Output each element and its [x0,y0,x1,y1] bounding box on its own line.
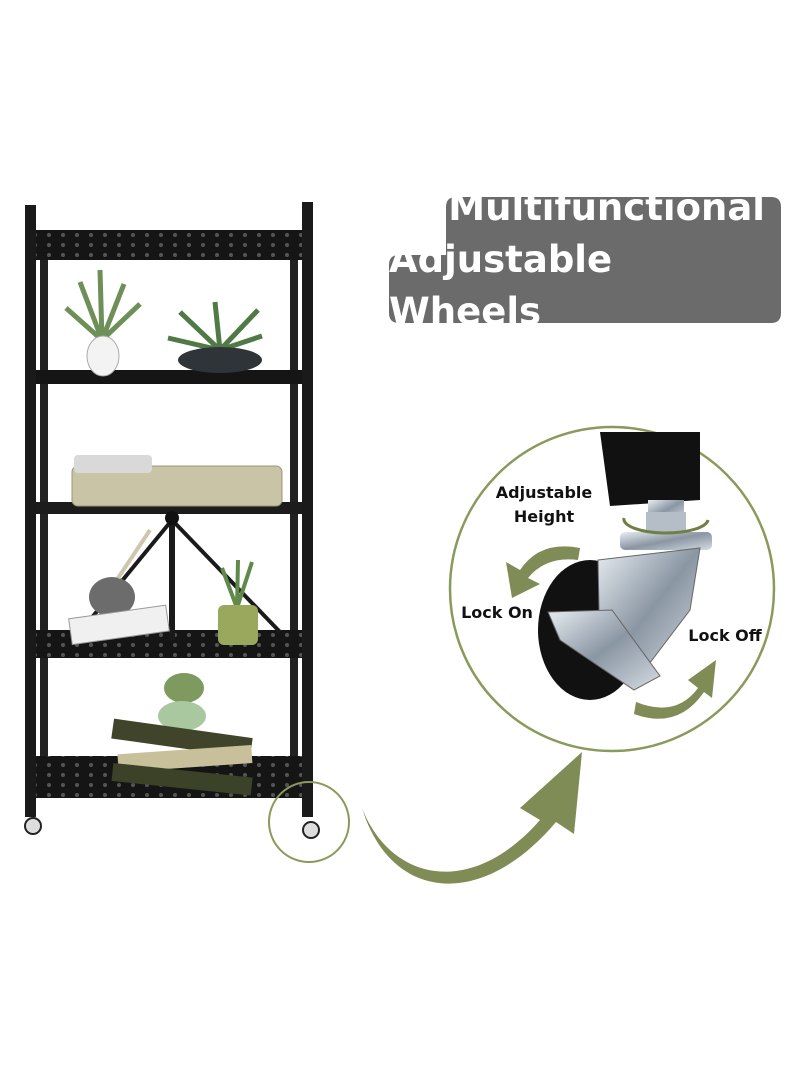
adjustable-height-line-1: Adjustable [495,483,593,502]
shelf-2 [36,370,302,384]
title-banner-text: Multifunctional Adjustable Wheels [389,186,781,333]
wheel-highlight-circle [268,781,350,863]
caster-wheel-right [302,821,320,839]
shelf-top [36,230,302,260]
title-banner [389,197,781,323]
shelf-decor [64,269,283,796]
caster-wheel-left [24,817,42,835]
lock-off-label: Lock Off [688,626,762,645]
curved-arrow [362,752,582,884]
lock-on-label: Lock On [461,603,533,622]
title-line-1: Multifunctional [448,186,765,229]
adjustable-height-line-2: Height [513,507,575,526]
adjustable-height-label: Adjustable Height [484,481,604,529]
title-line-2: Adjustable Wheels [389,238,613,333]
caster-zoom-detail [448,425,776,753]
